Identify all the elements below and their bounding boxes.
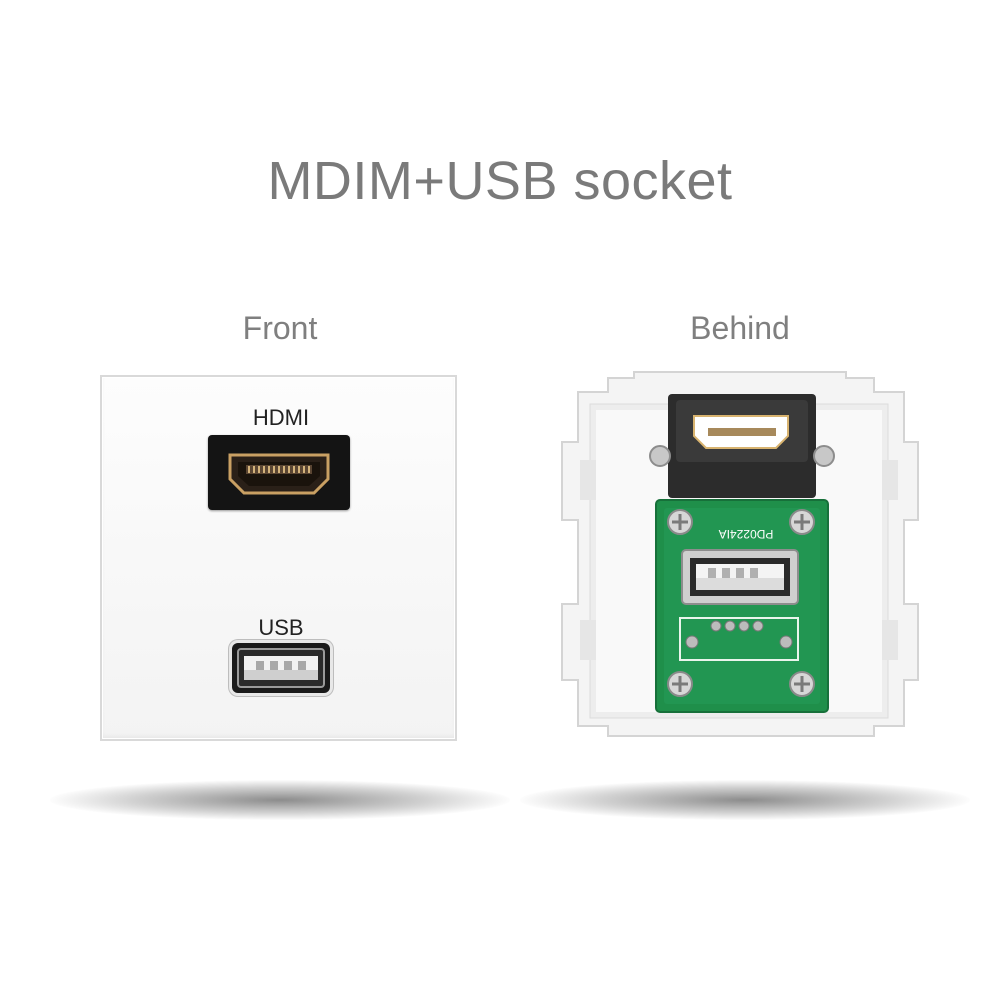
front-wall-plate: HDMI USB [100,375,457,741]
hdmi-label: HDMI [252,405,310,430]
back-module: PD0224IA [556,370,920,740]
screw-icon [789,671,815,697]
behind-caption: Behind [690,310,790,346]
front-caption: Front [242,310,318,346]
usb-port-icon [232,643,330,693]
back-module-illustration: PD0224IA [561,371,919,737]
pcb-board: PD0224IA [655,499,829,713]
screw-icon [667,509,693,535]
front-floor-shadow [50,780,510,820]
behind-floor-shadow [520,780,970,820]
screw-icon [789,509,815,535]
rear-usb-port [681,549,799,605]
pcb-marking: PD0224IA [719,527,774,541]
page-title: MDIM+USB socket [267,151,733,211]
usb-label: USB [258,615,304,640]
hdmi-port-icon [208,435,350,510]
rear-hdmi-connector [649,394,835,498]
screw-icon [667,671,693,697]
